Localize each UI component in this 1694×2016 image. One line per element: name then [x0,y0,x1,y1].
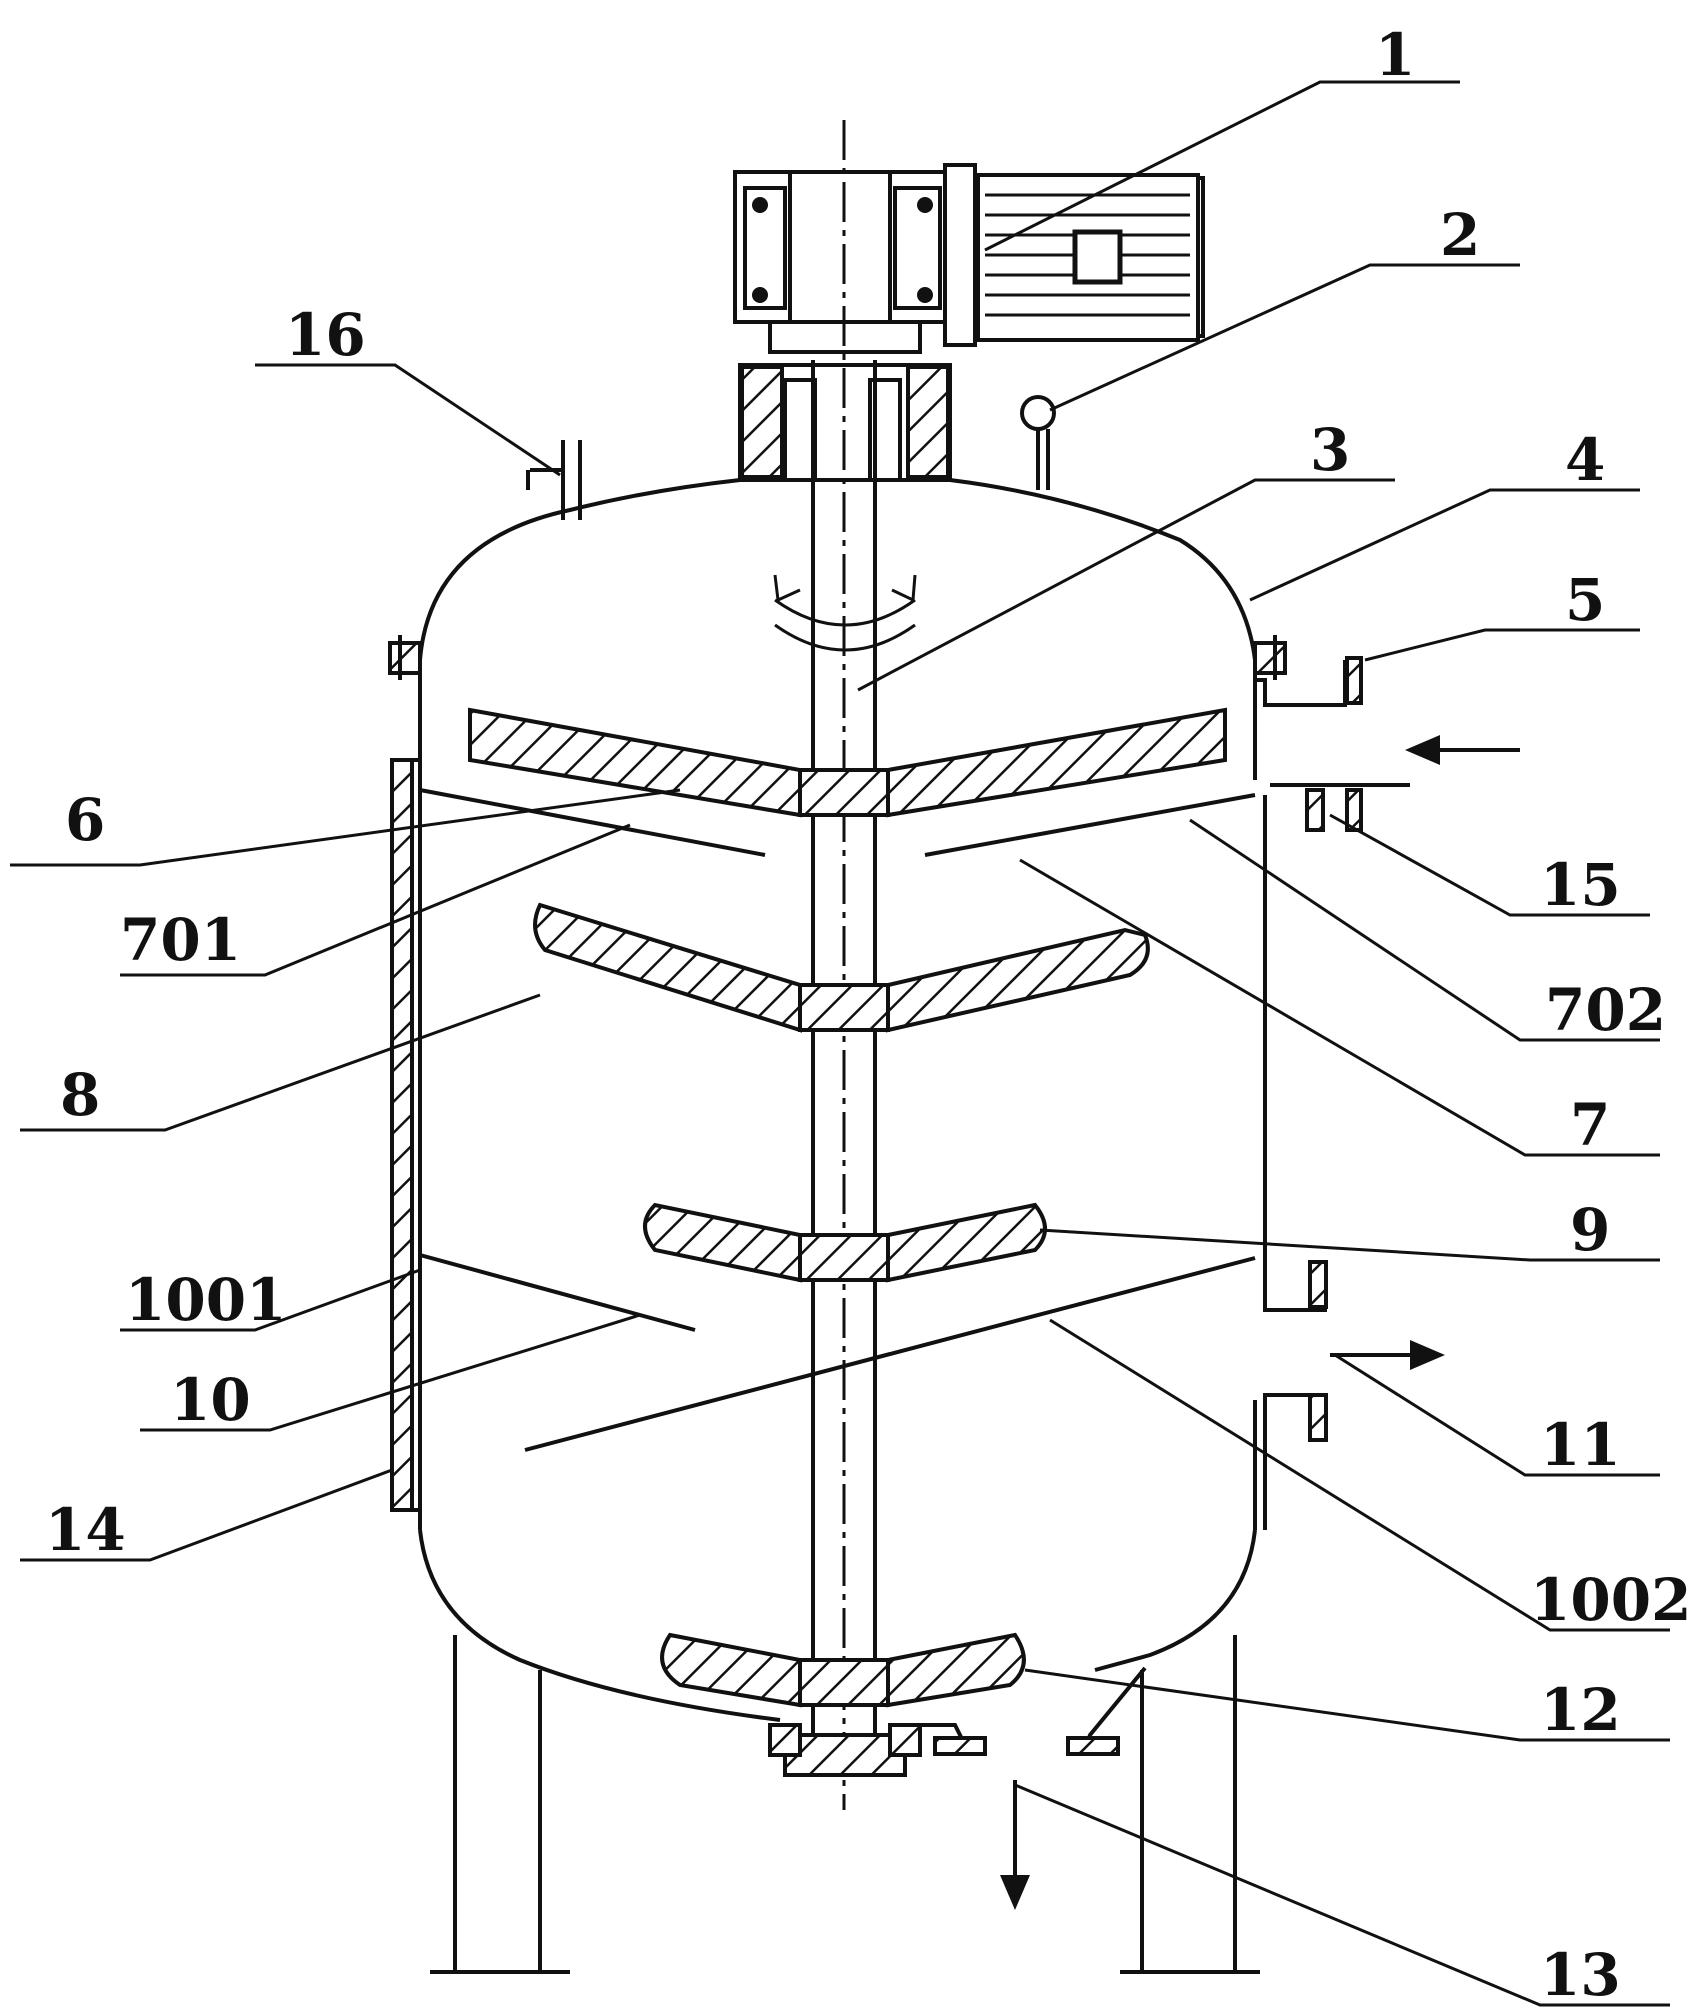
label-702: 702 [1545,976,1666,1044]
flow-arrows [1000,735,1520,1910]
label-8: 8 [60,1061,100,1129]
rotation-indicator [773,574,917,652]
label-2: 2 [1440,201,1480,269]
shaft-seal [738,363,952,482]
label-14: 14 [45,1496,126,1564]
label-701: 701 [120,906,241,974]
label-13: 13 [1540,1941,1621,2009]
head-flanges [388,635,1287,680]
agitator-blades [468,707,1227,1708]
label-5: 5 [1565,566,1605,634]
label-10: 10 [170,1366,251,1434]
label-3: 3 [1310,416,1350,484]
label-6: 6 [65,786,105,854]
label-12: 12 [1540,1676,1621,1744]
label-7: 7 [1570,1091,1610,1159]
baffles [419,788,1256,1452]
right-jacket [1255,656,1410,1530]
label-1002: 1002 [1530,1566,1691,1634]
leader-lines [10,80,1670,2007]
label-4: 4 [1565,426,1605,494]
vessel-body [418,478,1257,1777]
label-1001: 1001 [125,1266,286,1334]
label-16: 16 [285,301,366,369]
agitator-shaft [811,360,877,1760]
label-1: 1 [1375,21,1415,89]
part-labels: 1 2 3 4 5 15 702 7 9 11 1002 12 13 16 6 … [45,21,1691,2009]
support-legs [430,1635,1260,1974]
label-15: 15 [1540,851,1621,919]
motor-reducer [733,163,1205,354]
label-11: 11 [1540,1411,1621,1479]
label-9: 9 [1570,1196,1610,1264]
left-jacket [390,758,420,1512]
top-nozzles [526,395,1056,520]
